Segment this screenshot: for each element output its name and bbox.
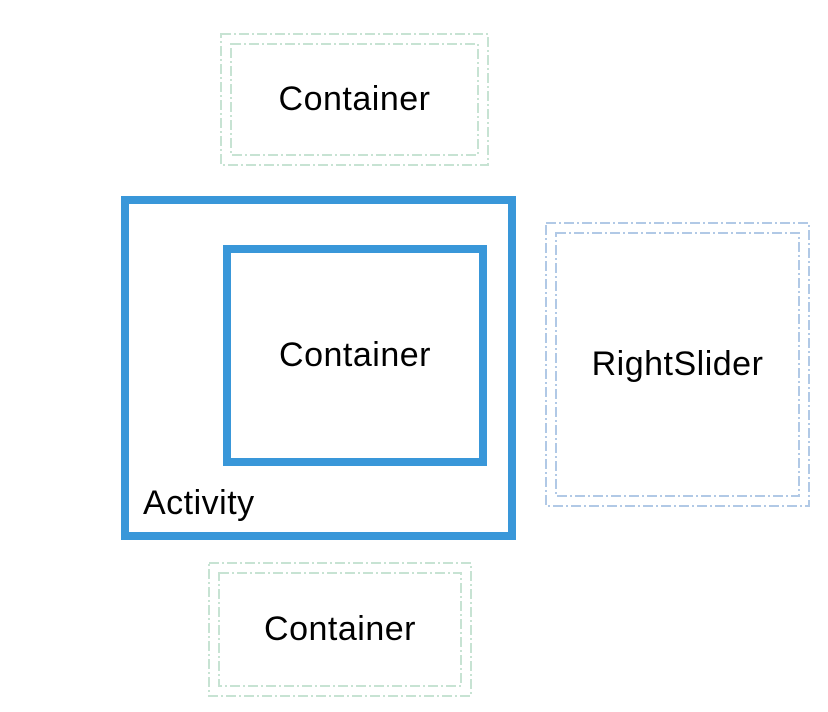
bottom-container-label: Container (264, 610, 416, 649)
activity-box: Container Activity (121, 196, 516, 540)
right-slider-label: RightSlider (591, 345, 764, 384)
bottom-container-box: Container (208, 562, 472, 697)
inner-container-label: Container (279, 336, 431, 375)
right-slider-box: RightSlider (545, 222, 810, 507)
top-container-box: Container (220, 33, 489, 166)
top-container-label: Container (278, 80, 431, 119)
inner-container-box: Container (223, 245, 487, 466)
activity-label: Activity (143, 484, 255, 523)
